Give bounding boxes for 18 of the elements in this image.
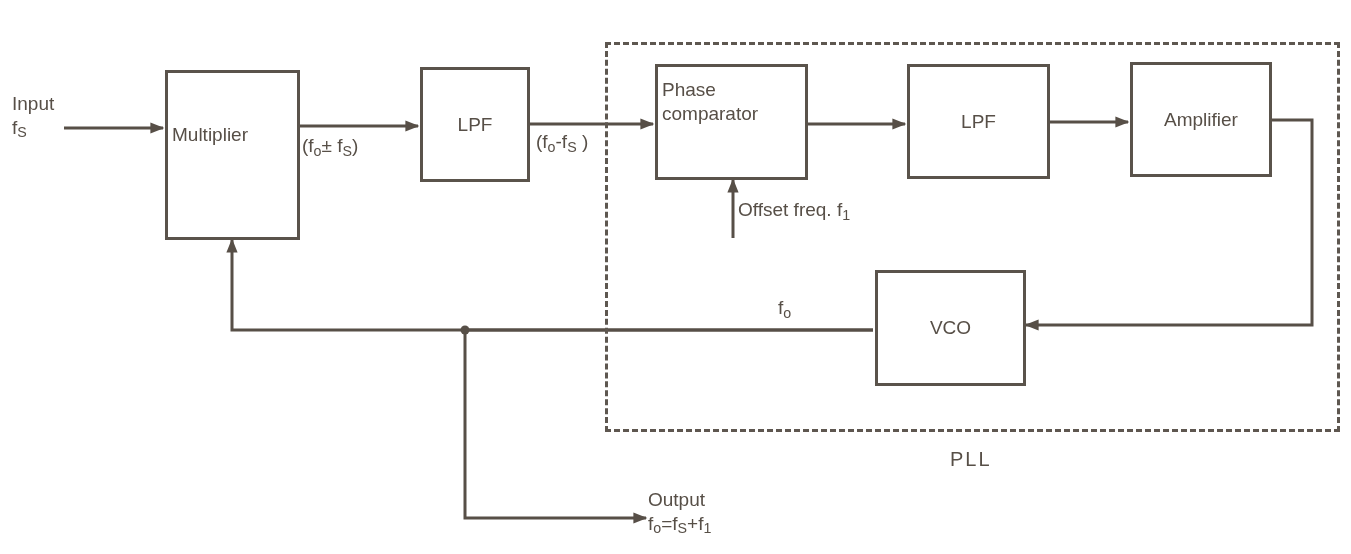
filter-block: LPF xyxy=(420,67,530,182)
comparator-block: Phase comparator xyxy=(655,64,808,180)
offset-label: Offset freq. f$_{1}$ xyxy=(738,198,958,238)
group-label: PLL xyxy=(950,447,992,472)
input-label: Input f$_{S}$ xyxy=(12,92,64,168)
filter-block: LPF xyxy=(907,64,1050,179)
arrow xyxy=(1050,116,1130,128)
arrow xyxy=(808,118,907,130)
arrow xyxy=(530,118,655,130)
arrow xyxy=(64,122,165,134)
arrow xyxy=(1024,118,1314,331)
amplifier-block: Amplifier xyxy=(1130,62,1272,177)
arrow xyxy=(727,178,739,238)
arrow xyxy=(463,328,873,524)
vco-block: VCO xyxy=(875,270,1026,386)
output-label: Output f$_{o}$=f$_{S}$+f$_{1}$ xyxy=(648,488,763,550)
arrow xyxy=(300,120,420,132)
multiplier-block: Multiplier xyxy=(165,70,300,240)
